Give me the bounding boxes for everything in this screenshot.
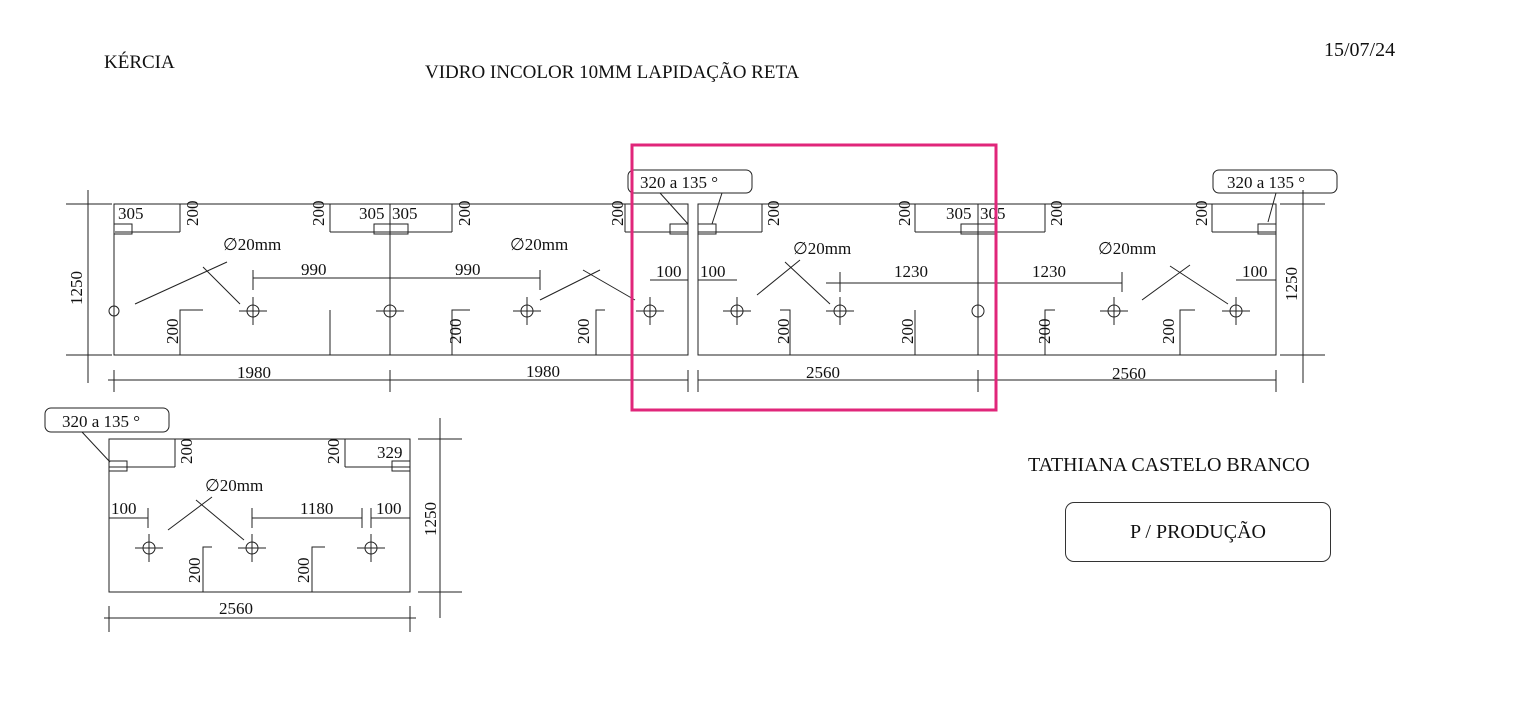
dim-label: 990 (301, 260, 327, 279)
angle-note-leaders (81, 192, 1277, 463)
dim-label: 1180 (300, 499, 333, 518)
job-date: 15/07/24 (1324, 39, 1396, 61)
dim-label-vertical: 200 (898, 319, 917, 345)
hole-marker (971, 304, 985, 318)
panel-5 (108, 438, 411, 593)
note-leaders (134, 259, 1229, 541)
dim-label-vertical: 1250 (67, 271, 86, 305)
bottom-dim-lines (179, 309, 1195, 592)
overall-height-lines (66, 190, 1325, 618)
selection-highlight (630, 143, 998, 412)
dim-label: 329 (377, 443, 403, 462)
job-title: VIDRO INCOLOR 10MM LAPIDAÇÃO RETA (425, 62, 800, 83)
dim-label: 100 (376, 499, 402, 518)
dim-label-vertical: 200 (309, 201, 328, 227)
panel-3 (697, 203, 979, 356)
dim-label-vertical: 200 (1047, 201, 1066, 227)
dim-label-vertical: 200 (764, 201, 783, 227)
hole-crosshairs (135, 297, 1250, 562)
dim-label: 1980 (526, 362, 560, 381)
overall-width-lines (104, 379, 1276, 619)
panel-4 (977, 203, 1277, 356)
dim-label: 305 (359, 204, 385, 223)
hole-note: ∅20mm (223, 235, 281, 254)
dim-label: 1230 (1032, 262, 1066, 281)
hinge-notch (1257, 223, 1277, 235)
dim-label: 100 (656, 262, 682, 281)
dim-label: 100 (700, 262, 726, 281)
dim-label: 305 (118, 204, 144, 223)
dim-label-vertical: 200 (574, 319, 593, 345)
dim-label: 100 (111, 499, 137, 518)
customer-name: TATHIANA CASTELO BRANCO (1028, 454, 1310, 476)
interior-dim-lines (109, 277, 1276, 519)
dim-label: 100 (1242, 262, 1268, 281)
angle-note: 320 a 135 ° (1227, 173, 1305, 192)
panel-2 (389, 203, 689, 356)
hinge-notch (108, 460, 128, 472)
panel-3-outline (697, 203, 979, 356)
angle-note-box (44, 407, 170, 433)
angle-note-box (1212, 169, 1338, 194)
dim-label-vertical: 200 (324, 439, 343, 465)
client-name: KÉRCIA (104, 52, 175, 73)
dim-label: 1980 (237, 363, 271, 382)
panel-1 (113, 203, 391, 356)
status-badge: P / PRODUÇÃO (1065, 502, 1331, 562)
dim-label-vertical: 200 (895, 201, 914, 227)
hole-note: ∅20mm (1098, 239, 1156, 258)
dim-label: 990 (455, 260, 481, 279)
angle-note: 320 a 135 ° (62, 412, 140, 431)
angle-note: 320 a 135 ° (640, 173, 718, 192)
dim-label-vertical: 200 (446, 319, 465, 345)
hinge-notch (669, 223, 689, 235)
hole-note: ∅20mm (510, 235, 568, 254)
dim-label-vertical: 200 (455, 201, 474, 227)
panel-5-outline (108, 438, 411, 593)
hinge-notch (391, 460, 411, 472)
hole-note: ∅20mm (793, 239, 851, 258)
hole-note: ∅20mm (205, 476, 263, 495)
dim-label-vertical: 200 (1192, 201, 1211, 227)
hinge-notch (373, 223, 409, 235)
dim-label: 305 (392, 204, 418, 223)
overall-width-ticks (108, 370, 1277, 632)
dim-label: 305 (946, 204, 972, 223)
dim-label-vertical: 200 (774, 319, 793, 345)
dim-label-vertical: 1250 (421, 502, 440, 536)
top-dim-ticks (174, 204, 1213, 467)
panel-1-outline (113, 203, 391, 356)
hinge-notch (697, 223, 717, 235)
top-dim-lines (109, 231, 1276, 468)
hole-marker (108, 305, 120, 317)
dim-label-vertical: 200 (163, 319, 182, 345)
dim-label-vertical: 200 (185, 558, 204, 584)
status-label: P / PRODUÇÃO (1130, 520, 1266, 543)
dim-label-vertical: 200 (183, 201, 202, 227)
angle-note-box (627, 169, 753, 194)
dim-label: 2560 (806, 363, 840, 382)
dim-label-vertical: 200 (608, 201, 627, 227)
dim-label: 305 (980, 204, 1006, 223)
dim-label-vertical: 200 (1159, 319, 1178, 345)
panel-2-outline (389, 203, 689, 356)
dim-label: 2560 (1112, 364, 1146, 383)
dim-label-vertical: 200 (294, 558, 313, 584)
dim-label-vertical: 200 (177, 439, 196, 465)
dim-label-vertical: 200 (1035, 319, 1054, 345)
dim-label: 2560 (219, 599, 253, 618)
interior-dim-ticks (147, 270, 1123, 528)
hinge-notch (113, 223, 133, 235)
dim-label-vertical: 1250 (1282, 267, 1301, 301)
panel-4-outline (977, 203, 1277, 356)
dim-label: 1230 (894, 262, 928, 281)
